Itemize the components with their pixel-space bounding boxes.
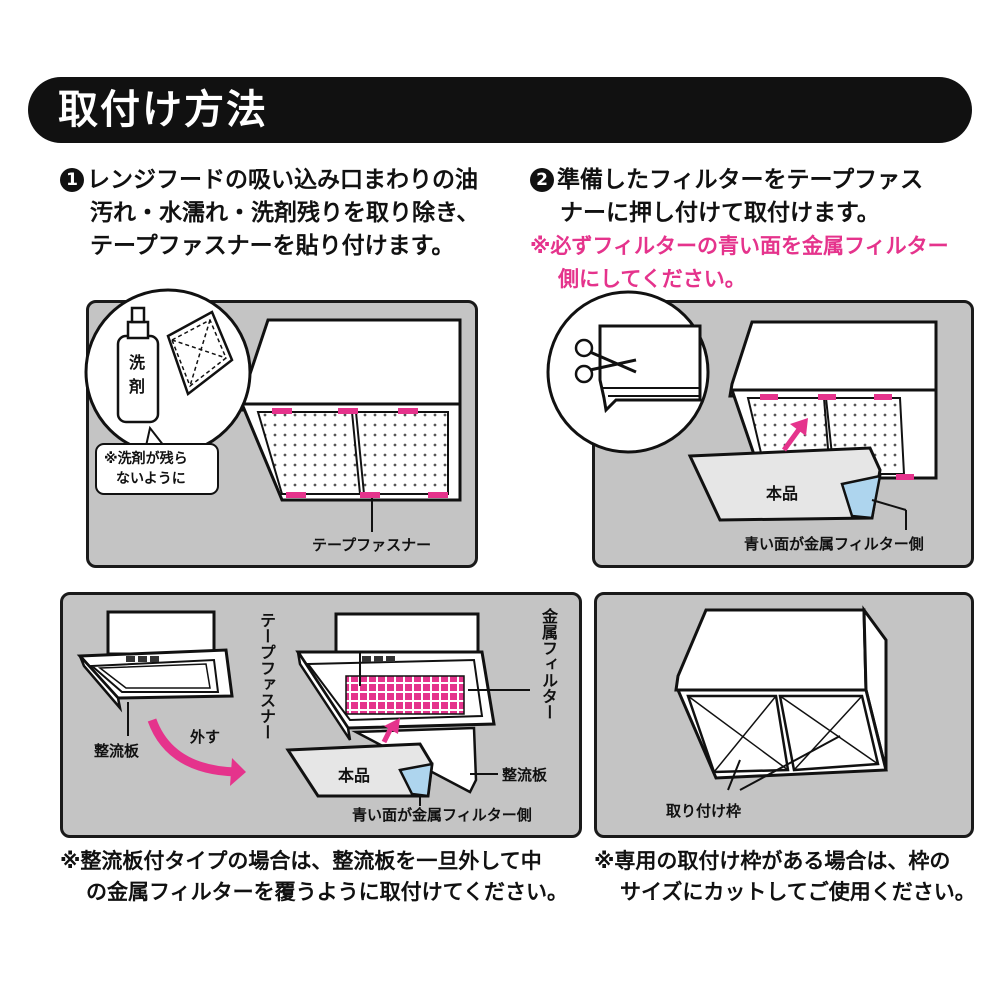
panel3-left-hood [76, 610, 246, 786]
baffle-label-2: 整流板 [502, 766, 548, 784]
product-label-step2: 本品 [766, 484, 799, 503]
blue-side-label-step3: 青い面が金属フィルター側 [352, 806, 532, 824]
bottle-label-1: 洗 [129, 353, 146, 372]
step1-line2: 汚れ・水濡れ・洗剤残りを取り除き、 [90, 200, 480, 226]
bubble-line2: ないように [116, 471, 186, 487]
step2-line2: ナーに押し付けて取付けます。 [560, 200, 880, 226]
step1-number: 1 [60, 168, 84, 192]
panel2-cut-circle [546, 290, 710, 454]
frame-label: 取り付け枠 [666, 802, 742, 820]
step2-warning-line1: ※必ずフィルターの青い面を金属フィルター [530, 234, 949, 258]
step1-line3: テープファスナーを貼り付けます。 [90, 233, 455, 259]
step2-warning-line2: 側にしてください。 [558, 267, 746, 291]
bubble-line1: ※洗剤が残ら [104, 451, 188, 467]
step2-number: 2 [530, 168, 554, 192]
baffle-label: 整流板 [94, 742, 140, 760]
panel4-hood [674, 605, 888, 791]
panel2-hood [687, 320, 938, 530]
note-frame-line1: ※専用の取付け枠がある場合は、枠の [594, 849, 951, 873]
product-label-step3: 本品 [338, 766, 371, 785]
panel1-hood [235, 318, 462, 532]
remove-label: 外す [190, 728, 221, 746]
page-title: 取付け方法 [58, 87, 268, 133]
note-frame-line2: サイズにカットしてご使用ください。 [620, 880, 976, 904]
bottle-label-2: 剤 [129, 377, 146, 396]
note-baffle-line1: ※整流板付タイプの場合は、整流板を一旦外して中 [60, 849, 542, 873]
note-baffle-line2: の金属フィルターを覆うように取付けてください。 [86, 880, 568, 904]
blue-side-label-step2: 青い面が金属フィルター側 [744, 535, 924, 553]
note-baffle: ※整流板付タイプの場合は、整流板を一旦外して中 の金属フィルターを覆うように取付… [60, 846, 568, 908]
title-bar [28, 77, 972, 143]
panel3-right-hood [285, 612, 530, 806]
panel1-cleaning-circle [84, 288, 252, 495]
fastener-label: テープファスナー [312, 536, 432, 554]
metal-filter-vertical: 金属フィルター [539, 608, 558, 720]
note-frame: ※専用の取付け枠がある場合は、枠の サイズにカットしてご使用ください。 [594, 846, 976, 908]
tape-fastener-vertical: テープファスナー [257, 612, 276, 740]
